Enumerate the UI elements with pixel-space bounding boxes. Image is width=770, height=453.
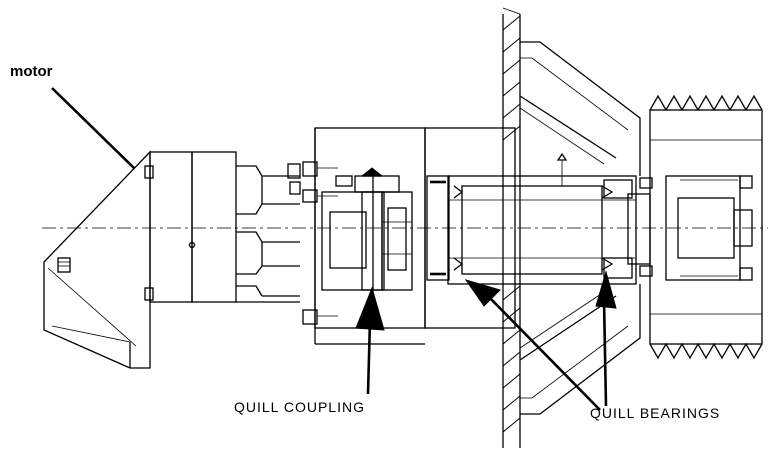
motor-label: motor [10,63,53,80]
bearing-callout-arrow-right [595,270,617,407]
coupling-callout-arrow [355,286,385,395]
pulley [649,94,763,360]
bearing-callout-arrow-left [464,279,601,411]
quill-coupling [321,167,413,300]
mounting-wall [502,7,521,448]
quill-bearings-label: QUILL BEARINGS [590,405,720,421]
motor-housing [43,150,151,369]
quill-coupling-label: QUILL COUPLING [234,399,365,415]
motor-leader-line [51,87,135,169]
quill-housing [424,127,653,329]
motor-adapter [144,151,301,303]
